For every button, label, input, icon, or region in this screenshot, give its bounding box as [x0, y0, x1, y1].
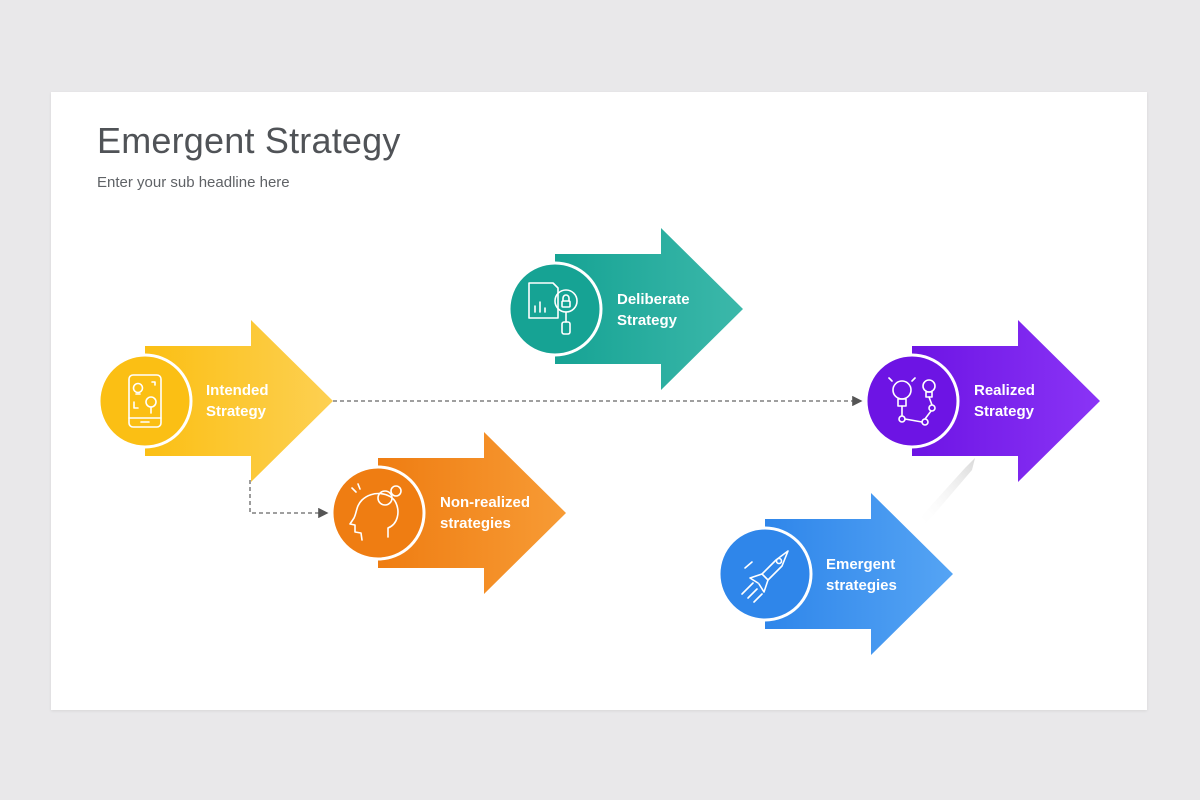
label-line-2: Strategy — [617, 312, 678, 329]
label-line-2: Strategy — [974, 403, 1035, 420]
label-non-realized-strategies: Non-realized strategies — [440, 492, 530, 534]
lightbulbs-network-icon — [888, 377, 936, 426]
label-deliberate-strategy: Deliberate Strategy — [617, 289, 690, 331]
label-line-2: Strategy — [206, 403, 267, 420]
arrow-intended-strategy — [97, 320, 333, 482]
rocket-launch-icon — [741, 550, 789, 603]
page-title: Emergent Strategy — [97, 120, 401, 161]
connector-intended-to-nonrealized — [249, 480, 329, 519]
label-line-1: Realized — [974, 382, 1035, 399]
arrow-emergent-strategies — [717, 493, 953, 655]
label-realized-strategy: Realized Strategy — [974, 380, 1035, 422]
document-magnifier-lock-icon — [528, 282, 578, 335]
label-intended-strategy: Intended Strategy — [206, 380, 269, 422]
lightbulb-tree-phone-icon — [128, 374, 162, 428]
connector-emergent-to-realized — [918, 458, 975, 526]
label-line-2: strategies — [826, 577, 897, 594]
label-line-1: Intended — [206, 382, 269, 399]
head-gears-icon — [349, 483, 402, 541]
label-line-1: Emergent — [826, 556, 896, 573]
page-subtitle: Enter your sub headline here — [97, 174, 290, 191]
arrow-non-realized-strategies — [330, 432, 566, 594]
label-line-1: Deliberate — [617, 291, 690, 308]
label-line-2: strategies — [440, 515, 511, 532]
arrow-deliberate-strategy — [507, 228, 743, 390]
arrow-realized-strategy — [864, 320, 1100, 482]
label-emergent-strategies: Emergent strategies — [826, 554, 897, 596]
label-line-1: Non-realized — [440, 494, 531, 511]
